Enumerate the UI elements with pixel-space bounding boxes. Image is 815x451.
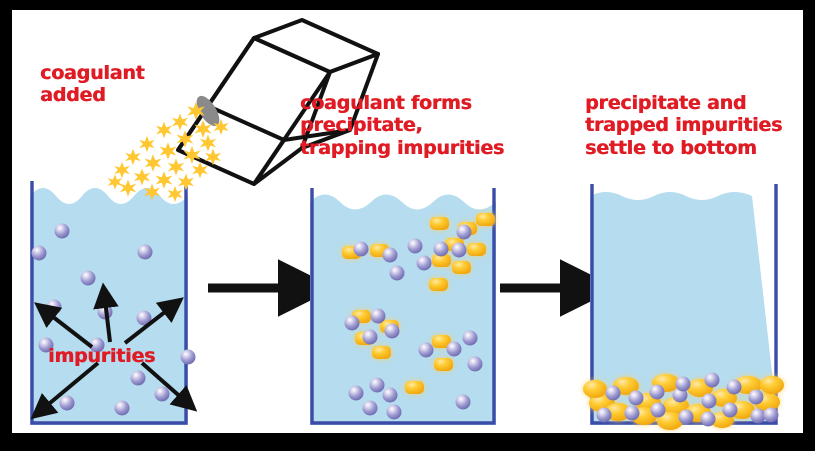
impurity-arrows [30,282,198,420]
label-coagulant-added: coagulant added [40,62,145,107]
impurity-arrow-downleft [30,361,100,420]
beaker-2-outline [310,188,496,425]
coagulant-box [176,18,380,186]
diagram-frame: coagulant added coagulant forms precipit… [10,8,805,435]
label-impurities: impurities [48,345,156,367]
label-coagulant-forms-precipitate: coagulant forms precipitate, trapping im… [300,92,505,159]
beaker-3-sediment-impurities [596,372,779,427]
impurity-arrow-up [93,282,119,343]
beaker-3-water [590,192,778,425]
beaker-3-settled [583,184,784,430]
coagulant-stars [107,101,229,202]
illustration-layer [30,18,784,430]
impurity-arrow-upleft [34,302,94,349]
beaker-2-impurities-group [344,224,483,420]
beaker-2-precipitate-forming [310,188,496,425]
impurity-arrow-upright [123,297,184,345]
impurity-arrow-downright [140,361,198,412]
label-settle-to-bottom: precipitate and trapped impurities settl… [585,92,783,159]
beaker-1-outline [30,181,188,425]
beaker-1-impurities [30,181,198,425]
